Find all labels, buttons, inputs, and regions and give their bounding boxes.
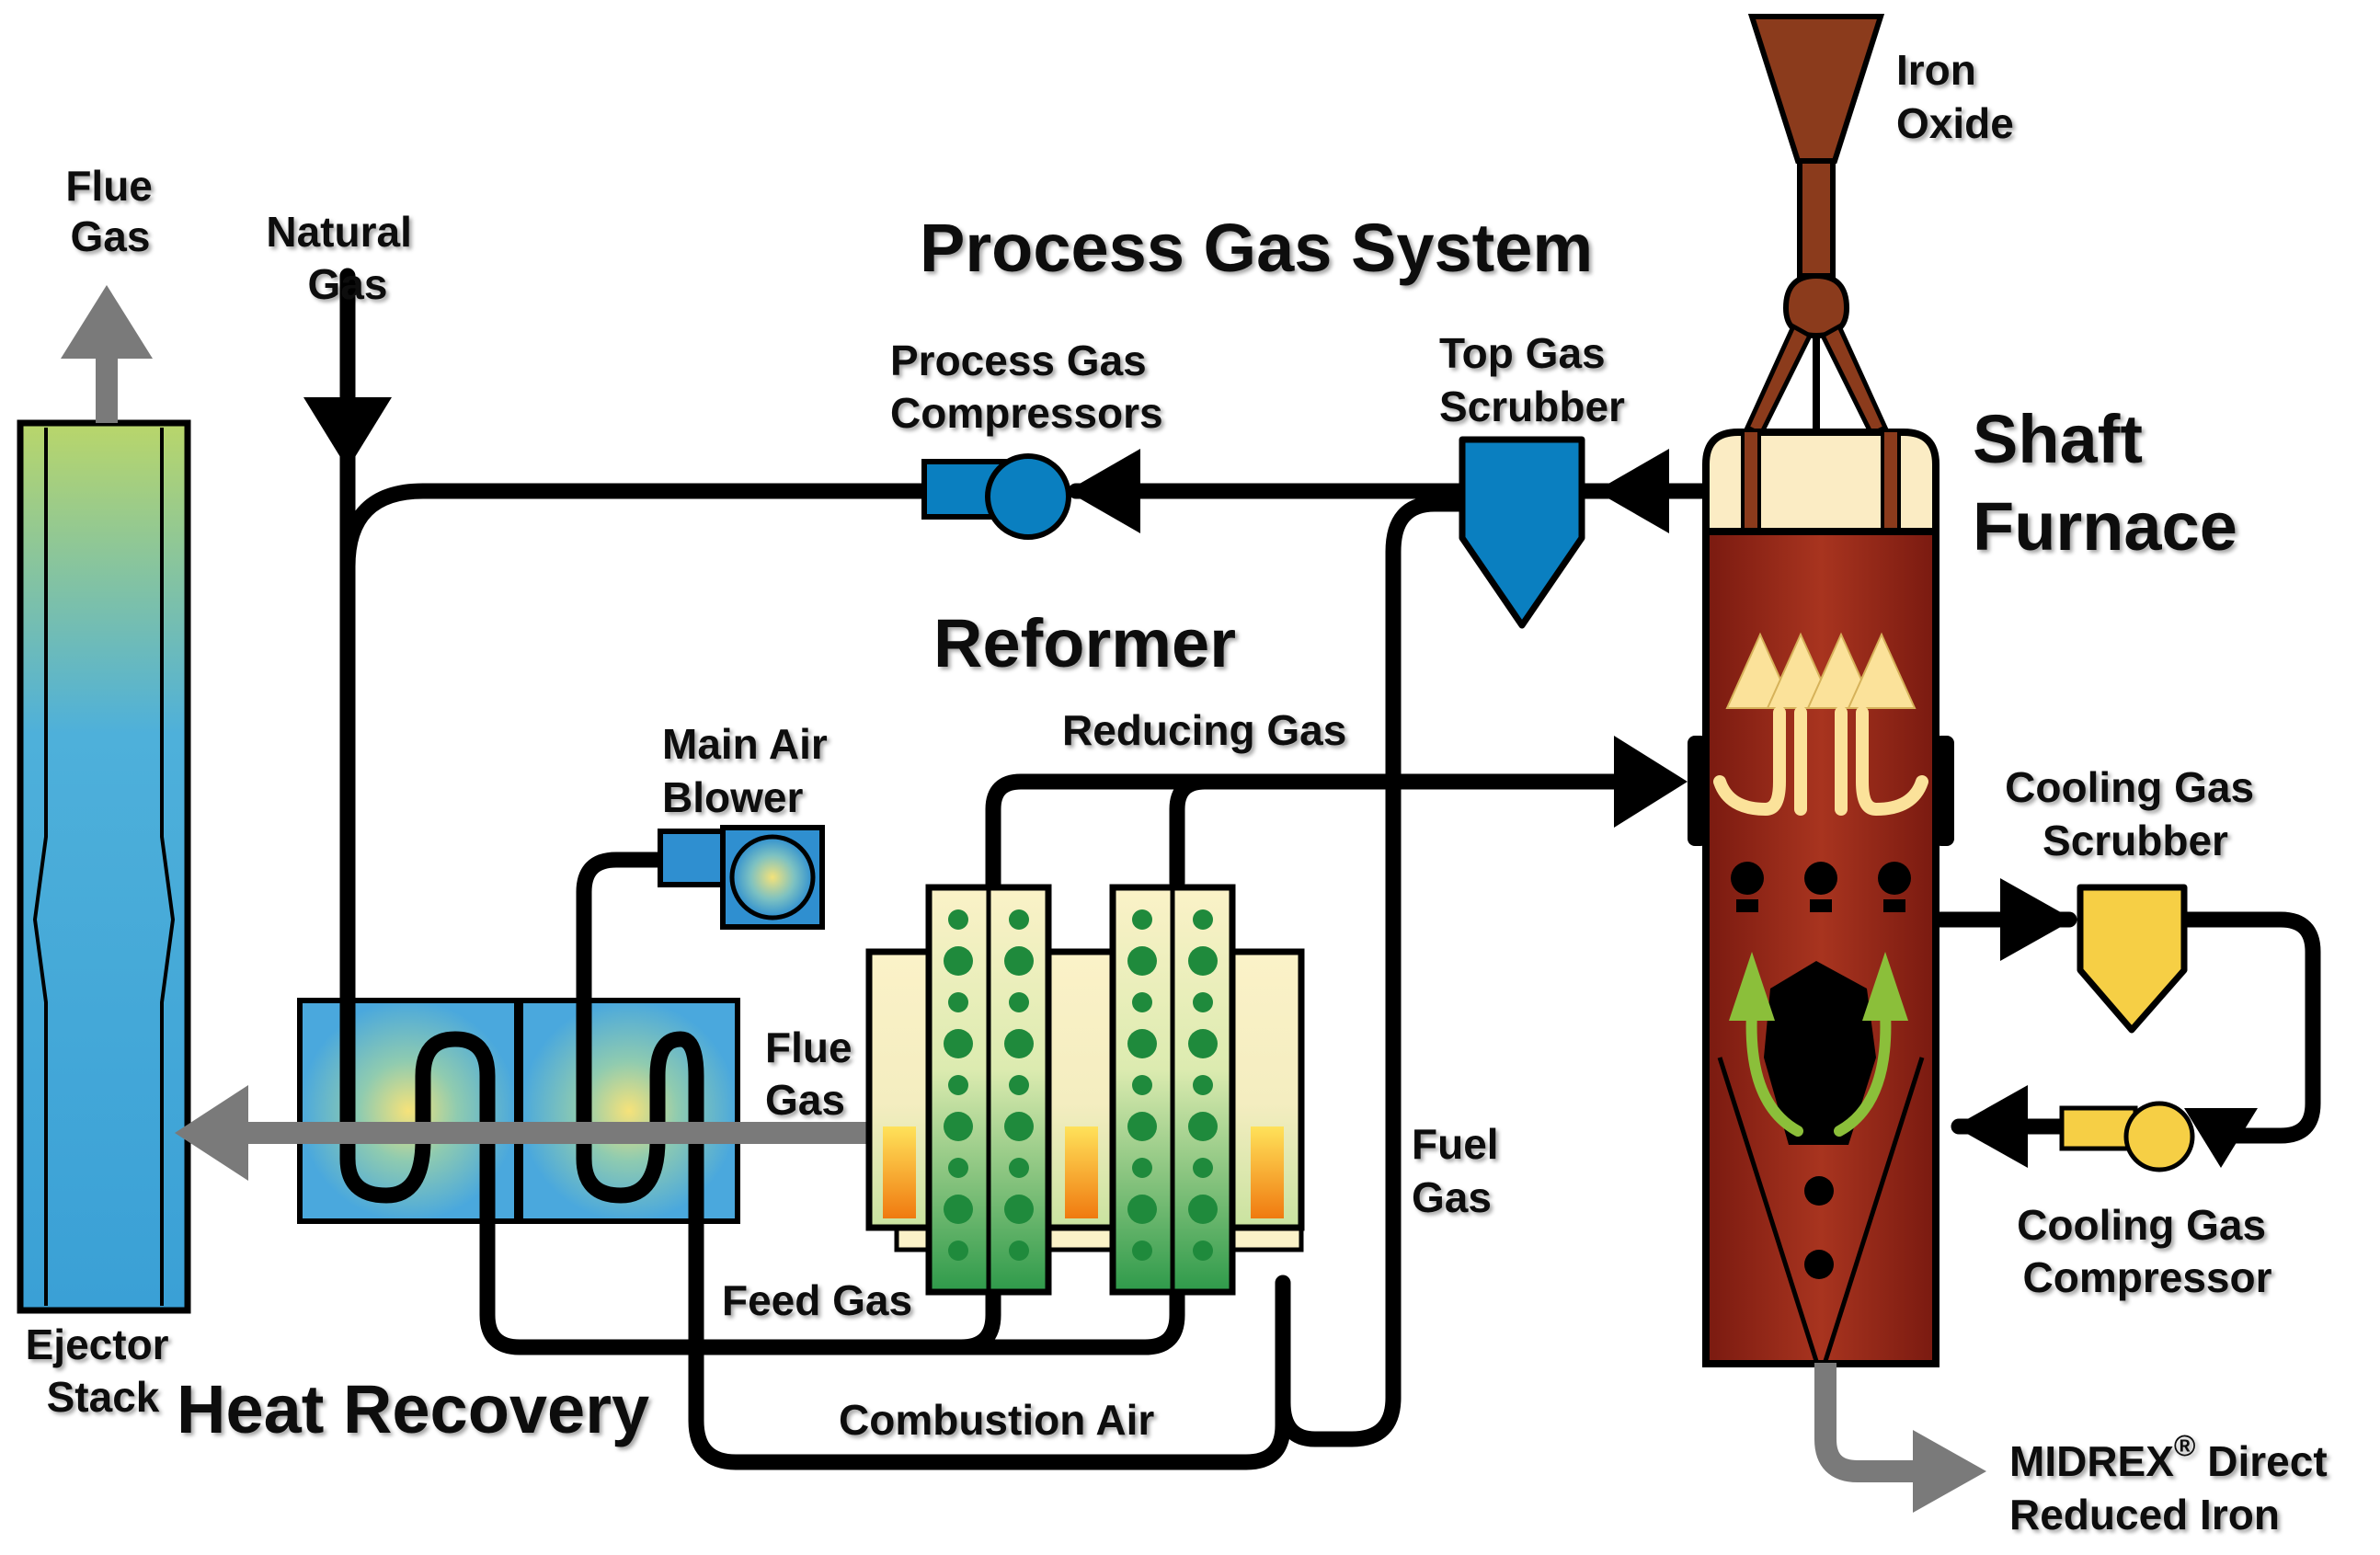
fuel-gas-pipe	[1275, 496, 1475, 1447]
catalyst-pellet	[1009, 992, 1029, 1012]
catalyst-pellet	[1188, 1029, 1218, 1058]
label-fuel-gas: Fuel Gas	[1412, 1120, 1510, 1221]
main-air-blower	[658, 825, 825, 930]
label-feed-gas: Feed Gas	[722, 1276, 912, 1324]
label-main-air-blower: Main Air Blower	[662, 720, 840, 821]
reformer-tube-1	[925, 884, 1052, 1296]
top-gas-scrubber	[1459, 436, 1585, 629]
catalyst-pellet	[944, 1029, 973, 1058]
flue-gas-horizontal-arrow	[175, 1085, 901, 1181]
catalyst-pellet	[1188, 1112, 1218, 1141]
label-flue-gas-mid: Flue Gas	[765, 1023, 864, 1124]
reducing-gas-branch	[1169, 773, 1213, 891]
catalyst-pellet	[1009, 1241, 1029, 1261]
catalyst-pellet	[1009, 909, 1029, 930]
label-cooling-gas-scrubber: Cooling Gas Scrubber	[2005, 763, 2266, 864]
feed-gas-pipe-2	[953, 1261, 1185, 1355]
catalyst-pellet	[1004, 1112, 1034, 1141]
catalyst-pellet	[948, 1075, 968, 1095]
process-gas-compressor	[921, 453, 1071, 540]
ejector-stack	[17, 419, 191, 1314]
catalyst-pellet	[1127, 1195, 1157, 1224]
process-gas-arrow	[1067, 449, 1140, 533]
cooling-gas-loop	[2171, 911, 2321, 1144]
catalyst-pellets	[944, 909, 1218, 1261]
catalyst-pellet	[1193, 909, 1213, 930]
combustion-air-pipe	[576, 852, 670, 955]
catalyst-pellet	[1004, 1195, 1034, 1224]
reducing-gas-pipe	[985, 773, 1654, 946]
label-cooling-gas-compressor: Cooling Gas Compressor	[2017, 1201, 2278, 1301]
burner-flame	[1251, 1126, 1284, 1218]
catalyst-pellet	[1188, 946, 1218, 976]
label-reducing-gas: Reducing Gas	[1062, 706, 1346, 754]
title-reformer: Reformer	[933, 605, 1236, 681]
title-heat-recovery: Heat Recovery	[177, 1371, 649, 1447]
label-process-gas-compressors: Process Gas Compressors	[890, 337, 1163, 437]
label-top-gas-scrubber: Top Gas Scrubber	[1439, 329, 1625, 430]
natural-gas-arrow	[303, 397, 392, 469]
catalyst-pellet	[944, 946, 973, 976]
catalyst-pellet	[948, 992, 968, 1012]
catalyst-pellet	[1009, 1158, 1029, 1178]
catalyst-pellet	[1009, 1075, 1029, 1095]
reformer-tube-2	[1109, 884, 1236, 1296]
cooling-gas-loop-arrow	[2184, 1108, 2258, 1168]
feed-gas-pipe	[479, 1215, 1001, 1355]
reformer-unit	[865, 884, 1305, 1296]
catalyst-pellet	[1132, 1075, 1152, 1095]
title-process-gas-system: Process Gas System	[920, 210, 1593, 286]
shaft-furnace	[1688, 429, 1954, 1367]
catalyst-pellet	[1132, 992, 1152, 1012]
iron-oxide-hopper	[1744, 14, 1889, 438]
combustion-air-return	[688, 1215, 1291, 1470]
process-gas-return-pipe	[339, 483, 937, 575]
catalyst-pellet	[1127, 946, 1157, 976]
flue-gas-up-arrow	[61, 285, 153, 423]
catalyst-pellet	[1193, 1241, 1213, 1261]
label-midrex-dri: MIDREX® Direct Reduced Iron	[2009, 1429, 2339, 1538]
catalyst-pellet	[948, 909, 968, 930]
cooling-gas-compressor	[2059, 1101, 2195, 1172]
catalyst-pellet	[1193, 992, 1213, 1012]
cooling-gas-out-arrow	[2000, 878, 2074, 961]
catalyst-pellet	[1127, 1029, 1157, 1058]
heat-recovery-unit	[297, 947, 740, 1224]
catalyst-pellet	[1132, 1241, 1152, 1261]
catalyst-pellet	[948, 1158, 968, 1178]
burner-flame	[1065, 1126, 1098, 1218]
catalyst-pellet	[1188, 1195, 1218, 1224]
label-iron-oxide: Iron Oxide	[1896, 46, 2014, 147]
catalyst-pellet	[1127, 1112, 1157, 1141]
reducing-gas-arrow	[1614, 736, 1688, 828]
title-shaft-furnace: Shaft Furnace	[1973, 401, 2237, 565]
pipe-arrows	[303, 397, 2258, 1168]
catalyst-pellet	[948, 1241, 968, 1261]
catalyst-pellet	[1193, 1075, 1213, 1095]
burner-flame	[883, 1126, 916, 1218]
top-gas-arrow	[1596, 449, 1669, 533]
label-flue-gas-top: Flue Gas	[65, 162, 164, 260]
catalyst-pellet	[944, 1112, 973, 1141]
catalyst-pellet	[1004, 1029, 1034, 1058]
catalyst-pellet	[1132, 909, 1152, 930]
catalyst-pellet	[944, 1195, 973, 1224]
catalyst-pellet	[1132, 1158, 1152, 1178]
cooling-gas-scrubber	[2077, 884, 2188, 1034]
dri-output-arrow	[1814, 1363, 1986, 1513]
cooling-gas-return-arrow	[1954, 1085, 2028, 1168]
catalyst-pellet	[1193, 1158, 1213, 1178]
label-combustion-air: Combustion Air	[839, 1396, 1154, 1444]
catalyst-pellet	[1004, 946, 1034, 976]
label-natural-gas: Natural Gas	[266, 208, 423, 308]
label-ejector-stack: Ejector Stack	[26, 1321, 181, 1421]
